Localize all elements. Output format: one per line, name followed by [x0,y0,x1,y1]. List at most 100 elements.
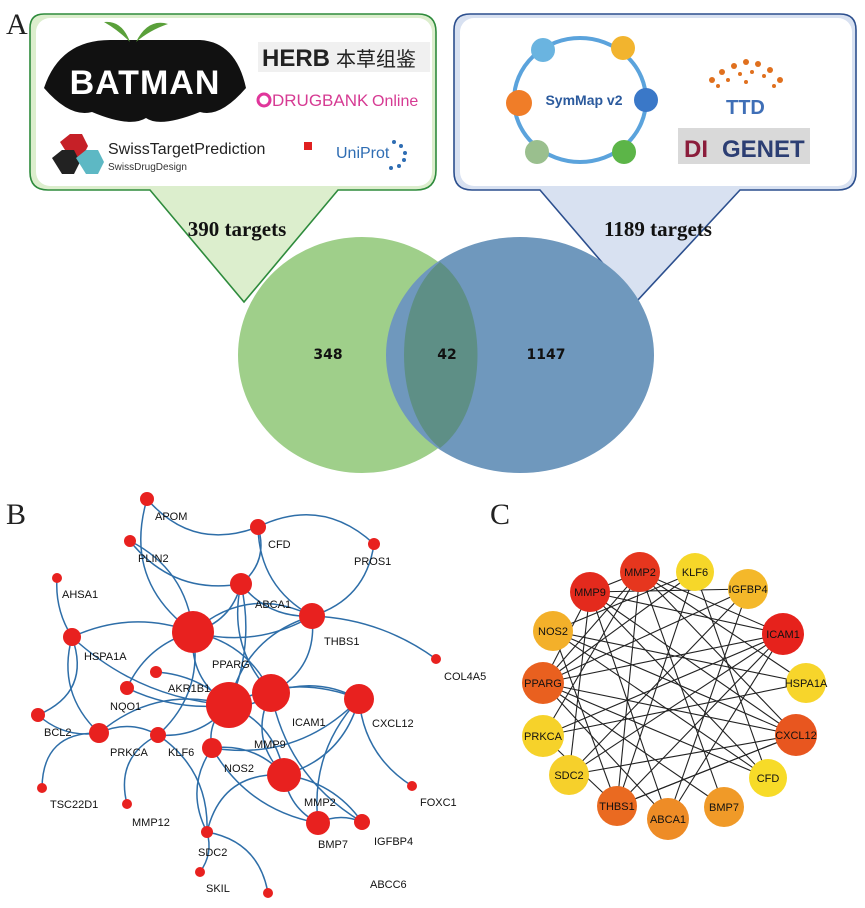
network-c-edge-klf6-thbs1 [616,571,696,807]
network-b-node-ahsa1 [52,573,62,583]
network-c-label-mmp2: MMP2 [624,567,656,579]
network-c-edge-cxcl12-mmp9 [589,591,797,736]
network-b-node-prkca [89,723,109,743]
network-c-edge-abca1-mmp9 [589,591,669,820]
panel-label-b: B [6,498,26,531]
drugbank-text: DRUGBANK [272,91,369,110]
disgenet-logo-bg [678,128,810,164]
network-c-edge-icam1-thbs1 [616,633,784,807]
network-c-edge-cfd-pparg [542,682,769,779]
network-c-edge-klf6-cfd [694,571,769,779]
batman-logo: BATMAN [44,21,246,122]
network-b-label-bmp7: BMP7 [318,839,348,851]
panel-label-c: C [490,498,510,531]
network-b-label-ahsa1: AHSA1 [62,589,98,601]
network-c-edge-bmp7-pparg [542,682,725,808]
disgenet-text-a: DI [684,136,708,163]
network-c-edge-klf6-nos2 [552,571,696,632]
network-c-node-bmp7 [704,787,744,827]
network-b-node-pparg [172,611,214,653]
network-b-node-nqo1 [120,681,134,695]
network-b-edge-nos2-bmp7 [211,747,319,824]
network-b-edge-pros1-thbs1 [311,543,375,617]
network-b-edge-klf6-mmp12 [123,734,159,805]
network-b-label-mmp9: MMP9 [254,739,286,751]
symmap-text: SymMap v2 [545,92,622,108]
network-b-label-hspa1a: HSPA1A [84,651,127,663]
network-b-node-cfd [250,519,266,535]
network-c-node-sdc2 [549,755,589,795]
network-c-edge-abca1-pparg [542,682,669,820]
network-c-edge-nos2-cxcl12 [552,630,797,736]
network-b-label-pros1: PROS1 [354,556,391,568]
network-b-node-mmp12 [122,799,132,809]
network-b-label-akr1b1: AKR1B1 [168,683,210,695]
venn-right-count: 1147 [527,347,566,363]
network-b-node-apom [140,492,154,506]
disgenet-text-b: GENET [722,136,805,163]
network-b-label-mmp12: MMP12 [132,817,170,829]
network-c-node-pparg [522,662,564,704]
network-b-node-hspa1a [63,628,81,646]
network-c-label-sdc2: SDC2 [554,770,583,782]
network-b-edge-pros1-cfd [257,514,375,545]
batman-text: BATMAN [70,64,221,102]
network-b-label-bcl2: BCL2 [44,727,72,739]
network-c-node-cfd [749,759,787,797]
network-b-node-icam1 [252,674,290,712]
network-b-label-plin2: PLIN2 [138,553,169,565]
network-b-node-skil [195,867,205,877]
swiss-hexagon-icon [52,134,104,174]
network-b-label-skil: SKIL [206,883,230,895]
network-b-edge-cxcl12-nos2 [211,698,360,752]
network-b-label-abcc6: ABCC6 [370,879,407,891]
network-b-node-col4a5 [431,654,441,664]
symmap-logo: SymMap v2 [506,36,658,164]
network-b-edge-icam1-igfbp4 [270,692,363,823]
network-c-node-mmp9 [570,572,610,612]
uniprot-text: UniProt [336,145,390,162]
network-b-node-cxcl12 [344,684,374,714]
network-c-node-thbs1 [597,786,637,826]
network-c-edge-mmp2-cxcl12 [639,571,797,736]
network-b-edge-hspa1a-bcl2 [37,636,79,716]
network-b-label-nqo1: NQO1 [110,701,141,713]
network-b-label-mmp2: MMP2 [304,797,336,809]
network-b-node-mmp2 [267,758,301,792]
network-b-edge-sdc2-abcc6 [206,831,269,894]
network-b-edge-ahsa1-hspa1a [56,577,73,638]
network-b-label-apom: APOM [155,511,187,523]
network-b-label-nos2: NOS2 [224,763,254,775]
venn-overlap [404,262,478,448]
network-b-label-cxcl12: CXCL12 [372,718,414,730]
network-c-edge-hspa1a-mmp2 [639,571,807,684]
left-targets-label: 390 targets [188,217,287,241]
network-c-edge-mmp2-pparg [542,571,641,684]
network-b-label-igfbp4: IGFBP4 [374,836,413,848]
network-c-node-nos2 [533,611,573,651]
network-b-node-thbs1 [299,603,325,629]
venn-diagram: 348 42 1147 [238,237,654,473]
network-b-node-igfbp4 [354,814,370,830]
network-c-label-hspa1a: HSPA1A [785,678,828,690]
network-c-label-cxcl12: CXCL12 [775,730,817,742]
herb-logo-cn: 本草组鉴 [336,47,416,71]
drugbank-icon [256,92,272,108]
network-b-label-tsc22d1: TSC22D1 [50,799,98,811]
network-b-edge-apom-cfd [146,498,259,536]
drugbank-suffix: Online [372,93,418,110]
network-b-node-nos2 [202,738,222,758]
network-c-edge-hspa1a-nos2 [552,630,807,684]
venn-left-count: 348 [313,347,342,363]
network-b-node-tsc22d1 [37,783,47,793]
network-b-node-plin2 [124,535,136,547]
panel-label-a: A [6,8,28,41]
network-b-node-akr1b1 [150,666,162,678]
network-c-label-nos2: NOS2 [538,626,568,638]
network-b-label-thbs1: THBS1 [324,636,359,648]
network-c-label-klf6: KLF6 [682,567,708,579]
network-c-label-mmp9: MMP9 [574,587,606,599]
network-c-edge-mmp2-icam1 [639,571,784,635]
venn-overlap-count: 42 [437,347,456,363]
